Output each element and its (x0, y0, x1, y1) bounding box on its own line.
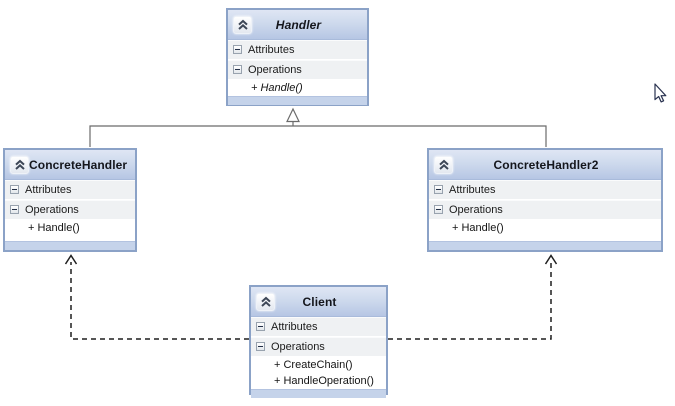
section-label: Operations (248, 63, 302, 76)
bottom-strip (429, 241, 661, 250)
dependency-connector-client-concretehandler2[interactable] (388, 254, 558, 340)
collapse-minus-icon[interactable] (256, 322, 265, 331)
class-box-handler[interactable]: Handler Attributes Operations + Handle() (226, 8, 369, 106)
members-area: + CreateChain() + HandleOperation() (251, 357, 386, 389)
operations-section-row[interactable]: Operations (429, 200, 661, 220)
open-arrowhead (544, 254, 558, 265)
bottom-strip (251, 389, 386, 398)
section-label: Operations (271, 340, 325, 353)
class-title: ConcreteHandler2 (493, 157, 599, 172)
collapse-chevron-icon[interactable] (10, 155, 29, 174)
class-box-concretehandler2[interactable]: ConcreteHandler2 Attributes Operations +… (427, 148, 663, 252)
inheritance-connector-handler[interactable] (89, 107, 547, 147)
operations-section-row[interactable]: Operations (251, 337, 386, 357)
operation-item[interactable]: + Handle() (5, 220, 135, 236)
class-header: ConcreteHandler2 (429, 150, 661, 180)
class-title: Client (302, 294, 337, 309)
collapse-minus-icon[interactable] (256, 342, 265, 351)
attributes-section-row[interactable]: Attributes (251, 317, 386, 337)
members-area: + Handle() (228, 80, 367, 96)
class-header: Client (251, 287, 386, 317)
collapse-minus-icon[interactable] (434, 205, 443, 214)
mouse-cursor-icon (654, 83, 667, 103)
class-header: ConcreteHandler (5, 150, 135, 180)
bottom-strip (5, 241, 135, 250)
section-label: Attributes (25, 183, 72, 196)
collapse-minus-icon[interactable] (434, 185, 443, 194)
section-label: Attributes (271, 320, 318, 333)
dependency-connector-client-concretehandler[interactable] (64, 254, 250, 340)
members-area: + Handle() (5, 220, 135, 241)
collapse-chevron-icon[interactable] (233, 15, 252, 34)
section-label: Operations (449, 203, 503, 216)
operation-item[interactable]: + Handle() (228, 80, 367, 96)
collapse-minus-icon[interactable] (10, 185, 19, 194)
open-arrowhead (64, 254, 78, 265)
attributes-section-row[interactable]: Attributes (5, 180, 135, 200)
attributes-section-row[interactable]: Attributes (429, 180, 661, 200)
collapse-chevron-icon[interactable] (256, 292, 275, 311)
class-header: Handler (228, 10, 367, 40)
operation-item[interactable]: + Handle() (429, 220, 661, 236)
class-box-concretehandler[interactable]: ConcreteHandler Attributes Operations + … (3, 148, 137, 252)
attributes-section-row[interactable]: Attributes (228, 40, 367, 60)
class-title: Handler (275, 17, 322, 32)
collapse-minus-icon[interactable] (233, 45, 242, 54)
collapse-minus-icon[interactable] (233, 65, 242, 74)
section-label: Attributes (248, 43, 295, 56)
operation-item[interactable]: + CreateChain() (251, 357, 386, 373)
class-box-client[interactable]: Client Attributes Operations + CreateCha… (249, 285, 388, 398)
members-area: + Handle() (429, 220, 661, 241)
section-label: Operations (25, 203, 79, 216)
bottom-strip (228, 96, 367, 105)
collapse-chevron-icon[interactable] (434, 155, 453, 174)
section-label: Attributes (449, 183, 496, 196)
collapse-minus-icon[interactable] (10, 205, 19, 214)
class-title: ConcreteHandler (29, 157, 128, 172)
operations-section-row[interactable]: Operations (5, 200, 135, 220)
hollow-triangle-arrowhead (286, 107, 300, 123)
operations-section-row[interactable]: Operations (228, 60, 367, 80)
operation-item[interactable]: + HandleOperation() (251, 373, 386, 389)
